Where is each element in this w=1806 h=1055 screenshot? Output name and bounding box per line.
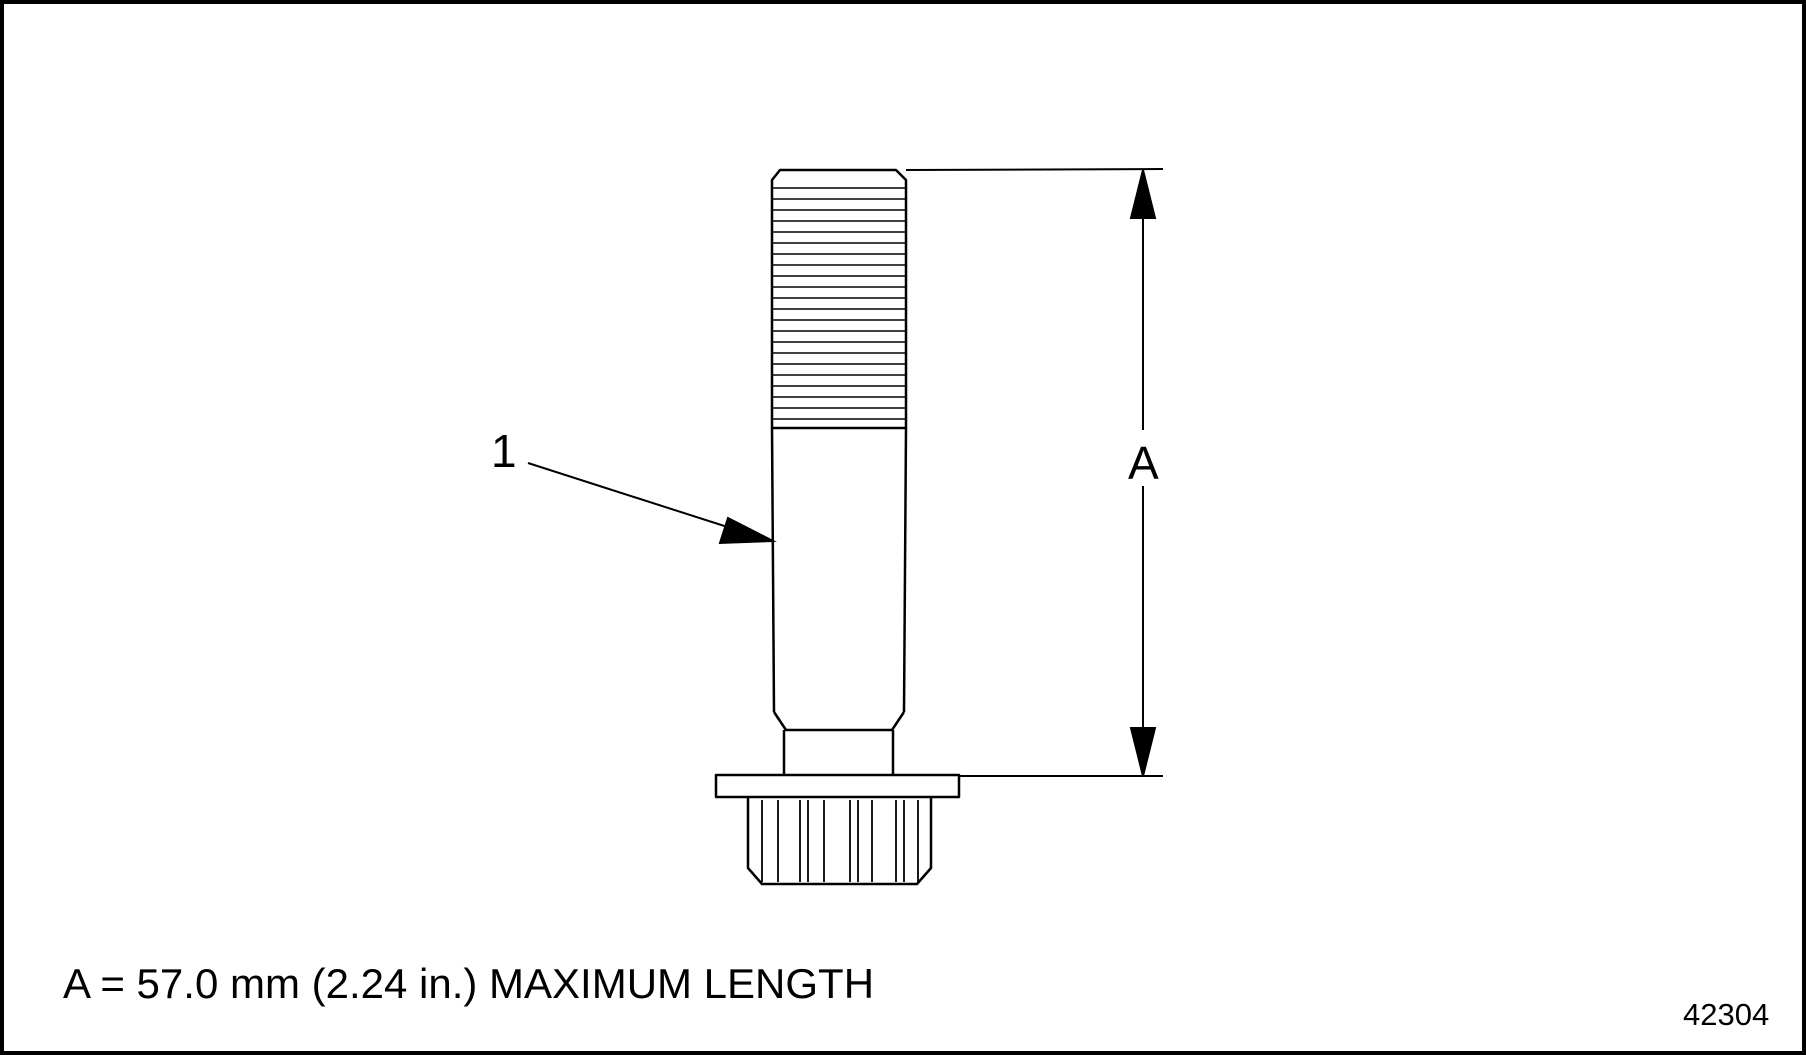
- head-flutes: [761, 800, 919, 882]
- figure-number: 42304: [1683, 997, 1770, 1032]
- dimension-label-a: A: [1128, 437, 1159, 489]
- bolt-neck-taper: [772, 711, 906, 732]
- callout-1-arrowhead: [718, 516, 777, 545]
- callout-1-leader: [527, 462, 777, 545]
- dimension-arrow-bottom: [1129, 727, 1157, 777]
- figure-caption: A = 57.0 mm (2.24 in.) MAXIMUM LENGTH: [63, 960, 875, 1007]
- thread-lines: [772, 187, 906, 420]
- dimension-a: [905, 168, 1164, 777]
- dimension-arrow-top: [1129, 169, 1157, 219]
- bolt-threaded-section: [770, 168, 908, 430]
- bolt-neck: [782, 730, 895, 775]
- bolt-flange: [714, 773, 961, 799]
- callout-number-1: 1: [491, 425, 517, 477]
- bolt-head: [746, 797, 933, 886]
- extension-line-top: [905, 168, 1164, 171]
- bolt-shank: [770, 427, 908, 713]
- bolt-part: [714, 168, 961, 886]
